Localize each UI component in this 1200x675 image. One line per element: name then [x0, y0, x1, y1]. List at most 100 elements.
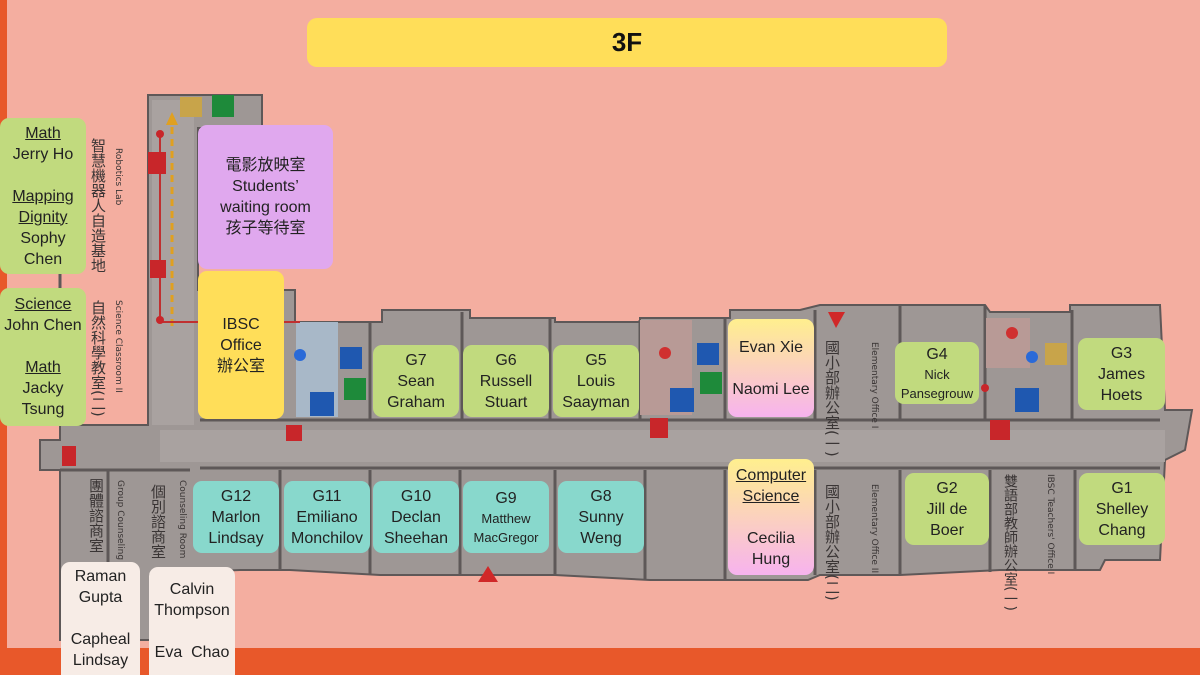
map-label: 國小部辦公室(二)	[823, 484, 841, 601]
room-name: waiting room	[220, 199, 311, 216]
grade-label: G7	[405, 351, 427, 369]
teacher-name: Sophy	[20, 229, 66, 247]
teacher-name: Jerry Ho	[12, 145, 74, 163]
grade-label: G10	[400, 487, 432, 505]
room-name: 孩子等待室	[225, 220, 306, 237]
accessible-toilet-icon	[340, 347, 362, 369]
g6-label: G6 Russell Stuart	[463, 345, 549, 417]
teacher-name: Declan	[391, 508, 441, 526]
teacher-name: Saayman	[562, 393, 630, 411]
alarm-icon	[156, 316, 164, 324]
subject-label: Math	[25, 124, 61, 142]
room-name: 電影放映室	[225, 157, 306, 174]
grade-label: G6	[495, 351, 517, 369]
teacher-name: Naomi Lee	[732, 380, 810, 398]
teacher-name: Gupta	[78, 589, 123, 606]
map-label: IBSC Teachers' Office I	[1045, 474, 1055, 574]
teacher-name: Sunny	[578, 508, 624, 526]
teacher-name: Evan Xie	[738, 338, 804, 356]
map-label: Counseling Room	[177, 480, 187, 558]
escape-arrow	[166, 112, 178, 125]
person-icon	[1006, 327, 1018, 339]
fire-extinguisher-icon	[286, 425, 302, 441]
teacher-name: Stuart	[484, 393, 528, 411]
g1-label: G1 Shelley Chang	[1079, 473, 1165, 545]
g5-label: G5 Louis Saayman	[553, 345, 639, 417]
teacher-name: Shelley	[1095, 500, 1149, 518]
teacher-name: Tsung	[21, 401, 65, 418]
restroom-icon	[1015, 388, 1039, 412]
subject-label: Science	[14, 296, 72, 313]
grade-label: G12	[220, 487, 252, 505]
map-label: 個別諮商室	[149, 484, 167, 559]
subject-label: Dignity	[18, 208, 68, 226]
room-name: Students’	[232, 178, 299, 195]
person-icon	[1026, 351, 1038, 363]
teacher-name: Emiliano	[296, 508, 358, 526]
room-labels: 智慧機器人自造基地 Robotics Lab 自然科學教室(二) Science…	[87, 137, 1055, 611]
g4-label: G4 Nick Pansegrouw	[895, 342, 979, 404]
teacher-name: Graham	[387, 393, 445, 411]
alarm-icon	[981, 384, 989, 392]
map-label: Group Counseling Room	[115, 480, 125, 589]
left-top-label: Math Jerry Ho Mapping Dignity Sophy Chen	[0, 118, 86, 274]
fire-extinguisher-icon	[62, 446, 76, 466]
accessible-toilet-icon	[697, 343, 719, 365]
grade-label: G8	[590, 487, 612, 505]
grade-label: G5	[585, 351, 607, 369]
teacher-name: Chen	[23, 250, 63, 268]
exit-sign-icon	[344, 378, 366, 400]
teacher-name: Calvin	[169, 581, 215, 598]
teacher-name: Boer	[930, 521, 964, 539]
exit-sign-icon	[700, 372, 722, 394]
hazard-triangle-icon	[828, 312, 845, 328]
teacher-name: Raman	[74, 568, 127, 585]
grade-label: G2	[936, 479, 958, 497]
subject-label: Math	[25, 359, 61, 376]
g7-label: G7 Sean Graham	[373, 345, 459, 417]
stairs-icon	[180, 97, 202, 117]
signage	[180, 95, 1067, 416]
subject-label: Computer	[735, 466, 807, 484]
wheelchair-icon	[670, 388, 694, 412]
teacher-name: Sean	[397, 372, 435, 390]
teacher-name: Hung	[751, 550, 791, 568]
teacher-name: Thompson	[154, 602, 230, 619]
g2-label: G2 Jill de Boer	[905, 473, 989, 545]
teacher-name: Weng	[580, 529, 622, 547]
teacher-name: Jacky	[22, 380, 64, 397]
g8-label: G8 Sunny Weng	[558, 481, 644, 553]
teacher-name: Chang	[1098, 521, 1146, 539]
teacher-name: Sheehan	[383, 529, 449, 547]
grade-label: G9	[495, 489, 517, 507]
floor-title: 3F	[307, 18, 947, 67]
teacher-name: Lindsay	[72, 652, 129, 669]
person-icon	[659, 347, 671, 359]
map-label: 智慧機器人自造基地	[89, 137, 107, 273]
left-bottom-label: Science John Chen Math Jacky Tsung	[0, 288, 86, 426]
g9-label: G9 Matthew MacGregor	[463, 481, 549, 553]
subject-label: Science	[742, 487, 800, 505]
g3-label: G3 James Hoets	[1078, 338, 1165, 410]
fire-hydrant-icon	[650, 418, 668, 438]
fire-equipment	[62, 130, 1010, 466]
stairs-icon	[1045, 343, 1067, 365]
computer-science-label: Computer Science Cecilia Hung	[728, 459, 814, 575]
restroom-area-3	[986, 318, 1030, 368]
office-names-label: Evan Xie Naomi Lee	[728, 319, 814, 417]
map-label: 雙語部教師辦公室(一)	[1002, 474, 1018, 611]
map-label: 團體諮商室	[87, 478, 105, 553]
map-label: Elementary Office I	[869, 342, 879, 428]
fire-hydrant-icon	[148, 152, 166, 174]
subject-label: Mapping	[12, 187, 74, 205]
exit-sign-icon	[212, 95, 234, 117]
teacher-name: MacGregor	[473, 529, 539, 545]
teacher-name: Cecilia	[746, 529, 795, 547]
teacher-name: Capheal	[70, 631, 131, 648]
teacher-name: Nick	[924, 366, 950, 382]
teacher-name: Russell	[479, 372, 533, 390]
room-walls	[58, 130, 1160, 640]
teacher-name: James	[1097, 365, 1146, 383]
teacher-name: Matthew	[481, 510, 531, 526]
fire-hydrant-icon	[990, 420, 1010, 440]
